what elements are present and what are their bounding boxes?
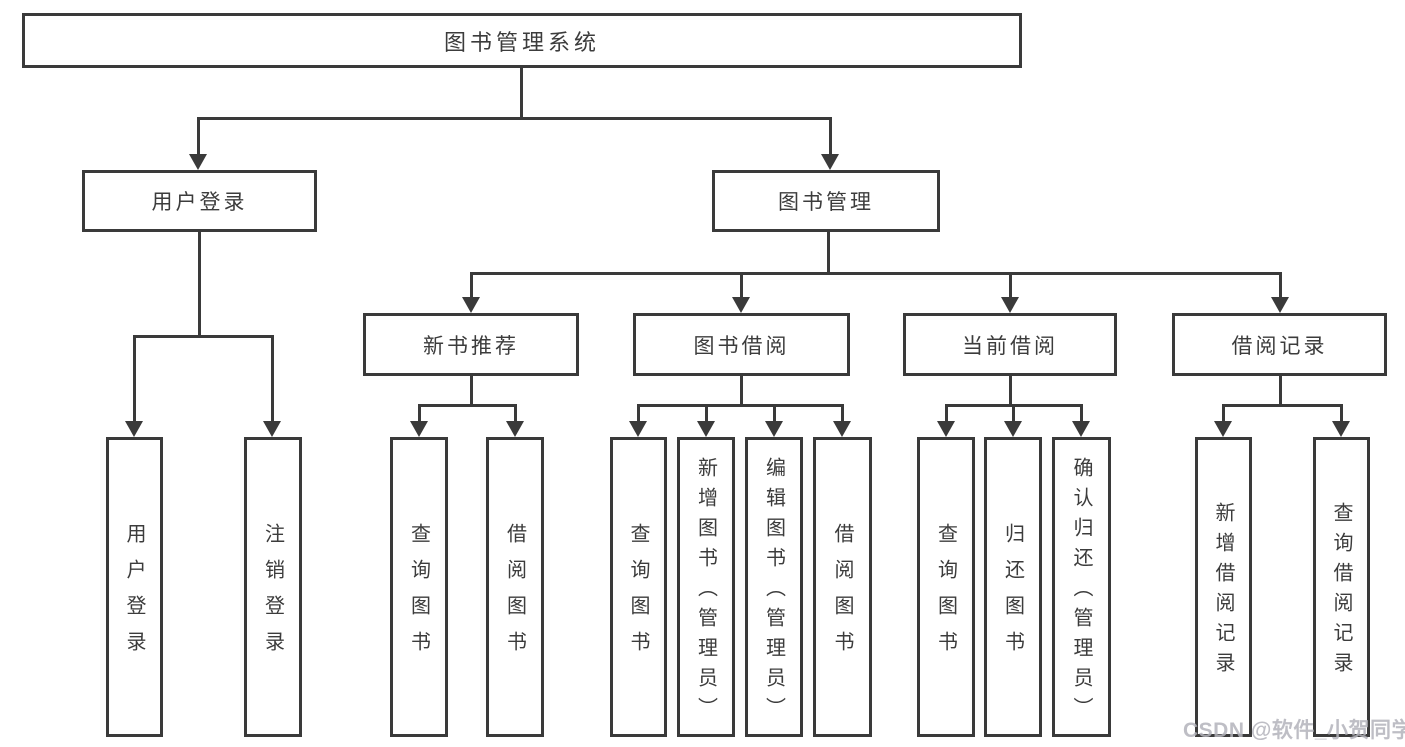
tree-node-label: 确认归还（管理员） xyxy=(1070,457,1092,727)
arrow-head-icon xyxy=(1001,297,1019,313)
arrow-head-icon xyxy=(1072,421,1090,437)
tree-node-label: 图书管理 xyxy=(778,191,874,214)
tree-node-label: 查询借阅记录 xyxy=(1330,502,1352,682)
connector-line xyxy=(197,117,832,120)
tree-node-label: 新增借阅记录 xyxy=(1212,502,1234,682)
connector-line xyxy=(841,405,844,421)
arrow-head-icon xyxy=(629,421,647,437)
tree-node-leaf-add-book-admin: 新增图书（管理员） xyxy=(677,437,735,737)
connector-line xyxy=(133,336,136,421)
tree-node-label: 查询图书 xyxy=(407,523,430,667)
tree-node-leaf-borrow-book-1: 借阅图书 xyxy=(486,437,544,737)
connector-line xyxy=(514,405,517,421)
connector-line xyxy=(1009,273,1012,297)
arrow-head-icon xyxy=(937,421,955,437)
tree-node-label: 归还图书 xyxy=(1001,523,1024,667)
connector-line xyxy=(827,232,830,273)
tree-node-leaf-query-borrow-record: 查询借阅记录 xyxy=(1313,437,1370,737)
connector-line xyxy=(197,118,200,154)
arrow-head-icon xyxy=(189,154,207,170)
connector-line xyxy=(198,232,201,336)
connector-line xyxy=(637,404,844,407)
connector-line xyxy=(418,404,517,407)
tree-node-label: 新书推荐 xyxy=(423,334,519,358)
tree-node-label: 注销登录 xyxy=(261,523,284,667)
connector-line xyxy=(1279,376,1282,405)
arrow-head-icon xyxy=(263,421,281,437)
connector-line xyxy=(740,273,743,297)
tree-node-label: 查询图书 xyxy=(934,523,957,667)
arrow-head-icon xyxy=(1214,421,1232,437)
tree-node-branch-new-book-rec: 新书推荐 xyxy=(363,313,579,376)
tree-node-root: 图书管理系统 xyxy=(22,13,1022,68)
arrow-head-icon xyxy=(1332,421,1350,437)
tree-node-label: 图书借阅 xyxy=(693,334,790,358)
connector-line xyxy=(1222,405,1225,421)
csdn-watermark: CSDN @软件_小贺同学 xyxy=(1183,719,1405,742)
tree-node-branch-book-mgmt: 图书管理 xyxy=(712,170,940,232)
arrow-head-icon xyxy=(821,154,839,170)
connector-line xyxy=(705,405,708,421)
tree-node-label: 当前借阅 xyxy=(962,334,1058,358)
arrow-head-icon xyxy=(462,297,480,313)
tree-node-leaf-logout: 注销登录 xyxy=(244,437,302,737)
tree-node-label: 借阅记录 xyxy=(1231,334,1328,358)
arrow-head-icon xyxy=(410,421,428,437)
tree-node-label: 借阅图书 xyxy=(503,523,526,667)
tree-node-leaf-query-book-2: 查询图书 xyxy=(610,437,667,737)
tree-node-leaf-add-borrow-record: 新增借阅记录 xyxy=(1195,437,1252,737)
connector-line xyxy=(1279,273,1282,297)
tree-node-leaf-edit-book-admin: 编辑图书（管理员） xyxy=(745,437,803,737)
tree-node-label: 用户登录 xyxy=(123,523,145,667)
tree-node-label: 借阅图书 xyxy=(831,523,853,667)
connector-line xyxy=(945,405,948,421)
tree-node-label: 编辑图书（管理员） xyxy=(762,457,785,727)
arrow-head-icon xyxy=(506,421,524,437)
arrow-head-icon xyxy=(125,421,143,437)
connector-line xyxy=(1080,405,1083,421)
connector-line xyxy=(470,272,1282,275)
tree-node-label: 查询图书 xyxy=(627,523,649,667)
connector-line xyxy=(470,376,473,405)
connector-line xyxy=(1340,405,1343,421)
connector-line xyxy=(740,376,743,405)
connector-line xyxy=(1222,404,1343,407)
tree-node-label: 用户登录 xyxy=(151,191,248,214)
connector-line xyxy=(133,335,274,338)
arrow-head-icon xyxy=(1271,297,1289,313)
connector-line xyxy=(829,118,832,154)
arrow-head-icon xyxy=(765,421,783,437)
tree-node-branch-borrow-record: 借阅记录 xyxy=(1172,313,1387,376)
tree-node-leaf-borrow-book-2: 借阅图书 xyxy=(813,437,872,737)
tree-node-branch-user-login: 用户登录 xyxy=(82,170,317,232)
arrow-head-icon xyxy=(732,297,750,313)
tree-node-branch-book-borrow: 图书借阅 xyxy=(633,313,850,376)
tree-node-leaf-query-book-1: 查询图书 xyxy=(390,437,448,737)
connector-line xyxy=(773,405,776,421)
arrow-head-icon xyxy=(1004,421,1022,437)
arrow-head-icon xyxy=(833,421,851,437)
connector-line xyxy=(470,273,473,297)
tree-node-leaf-confirm-return-admin: 确认归还（管理员） xyxy=(1052,437,1111,737)
connector-line xyxy=(520,68,523,118)
connector-line xyxy=(271,336,274,421)
tree-node-label: 新增图书（管理员） xyxy=(694,457,717,727)
tree-node-leaf-return-book: 归还图书 xyxy=(984,437,1042,737)
tree-node-label: 图书管理系统 xyxy=(443,29,600,55)
connector-line xyxy=(418,405,421,421)
tree-node-leaf-user-login: 用户登录 xyxy=(106,437,163,737)
tree-node-leaf-query-book-3: 查询图书 xyxy=(917,437,975,737)
connector-line xyxy=(1009,376,1012,405)
arrow-head-icon xyxy=(697,421,715,437)
connector-line xyxy=(637,405,640,421)
tree-node-branch-current-borrow: 当前借阅 xyxy=(903,313,1117,376)
connector-line xyxy=(1012,405,1015,421)
